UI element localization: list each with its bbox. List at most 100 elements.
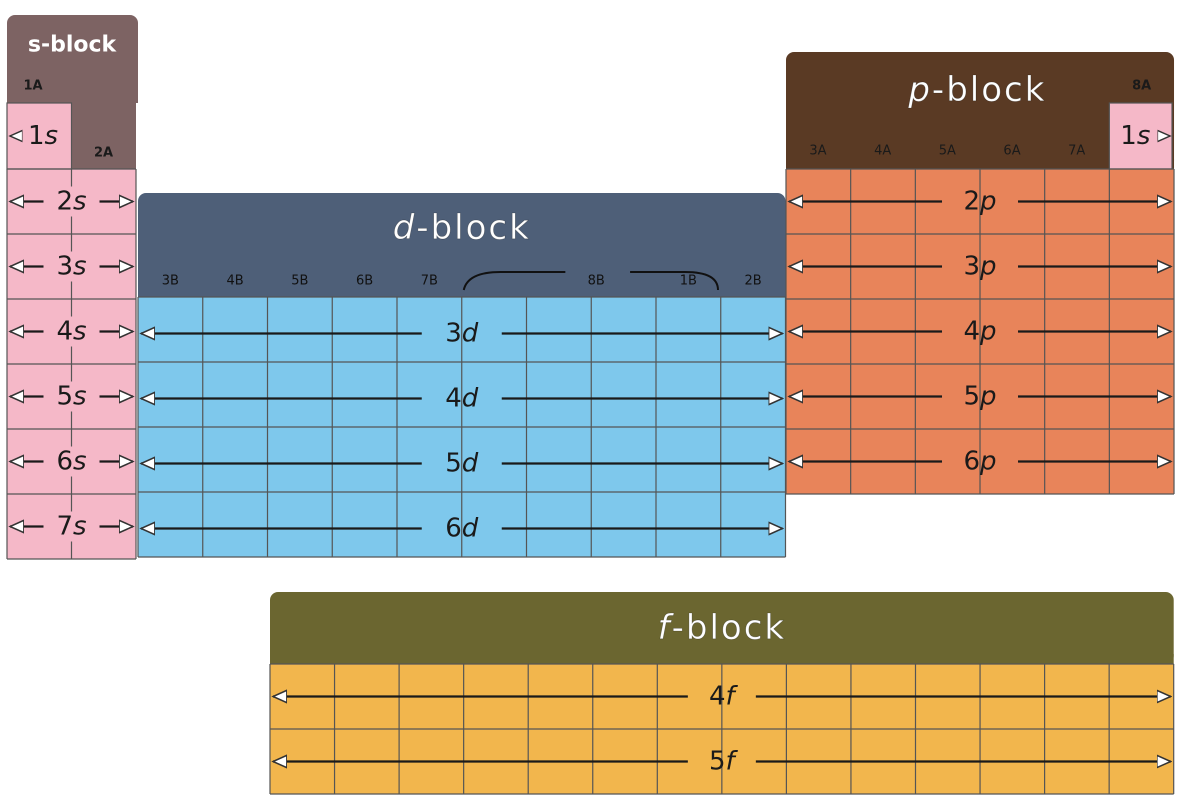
- p-block-header-base: [786, 159, 1175, 169]
- s-row-label-2s-n: 2: [56, 187, 73, 217]
- p-block-helium-label-l: s: [1137, 121, 1151, 151]
- s-row-label-1s-l: s: [45, 121, 59, 151]
- p-row-label-4p: 4p: [963, 317, 996, 347]
- s-row-label-1s: 1s: [28, 121, 58, 151]
- f-row-label-5f-n: 5: [709, 747, 726, 777]
- s-row-label-bg-7s: [47, 511, 96, 542]
- d-row-label-6d: 6d: [445, 514, 479, 544]
- s-row-label-bg-5s: [47, 381, 96, 412]
- s-row-label-6s-n: 6: [56, 447, 73, 477]
- d-block-8B-brace-left: [462, 271, 566, 291]
- s-row-label-2s: 2s: [56, 187, 86, 217]
- s-row-label-3s-l: s: [73, 252, 87, 282]
- p-block-group-8A: 8A: [1132, 79, 1151, 94]
- d-block-group-6B: 6B: [356, 274, 373, 289]
- s-row-label-7s-n: 7: [56, 512, 73, 542]
- p-row-label-6p-n: 6: [963, 447, 980, 477]
- d-block-title-italic: d: [393, 208, 417, 248]
- s-block-header: [7, 15, 138, 103]
- d-block-header-base: [138, 287, 786, 297]
- d-row-label-5d: 5d: [445, 449, 479, 479]
- d-block-title: d-block: [393, 208, 531, 248]
- s-row-label-3s-n: 3: [56, 252, 73, 282]
- d-block-8B-brace-right: [630, 271, 719, 291]
- p-block-helium-label: 1s: [1120, 121, 1150, 151]
- d-row-label-4d-n: 4: [445, 384, 462, 414]
- p-block-group-4A: 4A: [874, 144, 891, 159]
- p-block-group-6A: 6A: [1003, 144, 1020, 159]
- s-row-label-4s: 4s: [56, 317, 86, 347]
- s-block-group-2A: 2A: [94, 146, 113, 161]
- p-row-label-6p: 6p: [963, 447, 996, 477]
- p-row-label-6p-l: p: [979, 447, 997, 477]
- s-row-label-7s-l: s: [73, 512, 87, 542]
- f-block-title-italic: f: [658, 608, 675, 648]
- s-row-label-5s-n: 5: [56, 382, 73, 412]
- s-row-label-5s-l: s: [73, 382, 87, 412]
- s-block-hydrogen-border: [6, 102, 73, 170]
- s-block-header-base: [7, 95, 138, 103]
- d-row-label-4d: 4d: [445, 384, 479, 414]
- s-row-label-5s: 5s: [56, 382, 86, 412]
- d-block-header: [138, 193, 786, 297]
- d-row-label-3d-l: d: [462, 319, 479, 349]
- s-row-label-1s-n: 1: [28, 121, 45, 151]
- d-row-label-4d-l: d: [462, 384, 479, 414]
- d-row-label-6d-l: d: [462, 514, 479, 544]
- p-row-label-4p-n: 4: [963, 317, 980, 347]
- s-row-label-4s-l: s: [73, 317, 87, 347]
- s-block-group2-header: [71, 103, 136, 169]
- s-block-group-1A: 1A: [23, 79, 42, 94]
- d-row-label-5d-n: 5: [445, 449, 462, 479]
- f-block-title-rest: -block: [672, 608, 786, 648]
- d-block-title-rest: -block: [416, 208, 530, 248]
- p-row-label-3p-l: p: [979, 252, 997, 282]
- d-row-label-5d-l: d: [462, 449, 479, 479]
- s-row-label-bg-3s: [47, 251, 96, 282]
- f-block-header: [270, 592, 1174, 664]
- d-block-group-5B: 5B: [291, 274, 308, 289]
- d-block-group-4B: 4B: [227, 274, 244, 289]
- s-row-label-bg-4s: [47, 316, 96, 347]
- d-row-label-3d: 3d: [445, 319, 479, 349]
- f-row-label-4f-n: 4: [709, 682, 726, 712]
- d-block-group-1B: 1B: [680, 274, 697, 289]
- p-block-helium-label-n: 1: [1120, 121, 1137, 151]
- p-block-group-7A: 7A: [1068, 144, 1085, 159]
- s-row-label-7s: 7s: [56, 512, 86, 542]
- p-row-label-2p-n: 2: [963, 187, 980, 217]
- d-block-group-7B: 7B: [421, 274, 438, 289]
- p-block-group-3A: 3A: [809, 144, 826, 159]
- p-row-label-5p: 5p: [963, 382, 996, 412]
- s-row-label-6s-l: s: [73, 447, 87, 477]
- s-row-label-6s: 6s: [56, 447, 86, 477]
- p-block-title-italic: p: [907, 70, 932, 110]
- p-row-label-2p: 2p: [963, 187, 996, 217]
- f-block-header-base: [270, 654, 1174, 664]
- p-row-label-3p: 3p: [963, 252, 996, 282]
- s-row-label-bg-2s: [47, 186, 96, 217]
- s-row-label-3s: 3s: [56, 252, 86, 282]
- p-row-label-5p-n: 5: [963, 382, 980, 412]
- f-row-label-4f: 4f: [709, 682, 739, 712]
- s-row-label-4s-n: 4: [56, 317, 73, 347]
- s-row-label-2s-l: s: [73, 187, 87, 217]
- p-row-label-5p-l: p: [979, 382, 997, 412]
- p-block-title: p-block: [907, 70, 1046, 110]
- d-row-label-6d-n: 6: [445, 514, 462, 544]
- s-row-label-bg-6s: [47, 446, 96, 477]
- s-block-title: s-block: [28, 33, 118, 58]
- f-block-title: f-block: [658, 608, 786, 648]
- p-block-group-5A: 5A: [939, 144, 956, 159]
- p-row-label-4p-l: p: [979, 317, 997, 347]
- d-block-group-2B: 2B: [745, 274, 762, 289]
- p-block-title-rest: -block: [932, 70, 1046, 110]
- f-row-label-5f: 5f: [709, 747, 739, 777]
- p-row-label-3p-n: 3: [963, 252, 980, 282]
- d-row-label-3d-n: 3: [445, 319, 462, 349]
- p-row-label-2p-l: p: [979, 187, 997, 217]
- d-block-group-8B: 8B: [588, 274, 605, 289]
- d-block-group-3B: 3B: [162, 274, 179, 289]
- p-block-header: [786, 52, 1175, 169]
